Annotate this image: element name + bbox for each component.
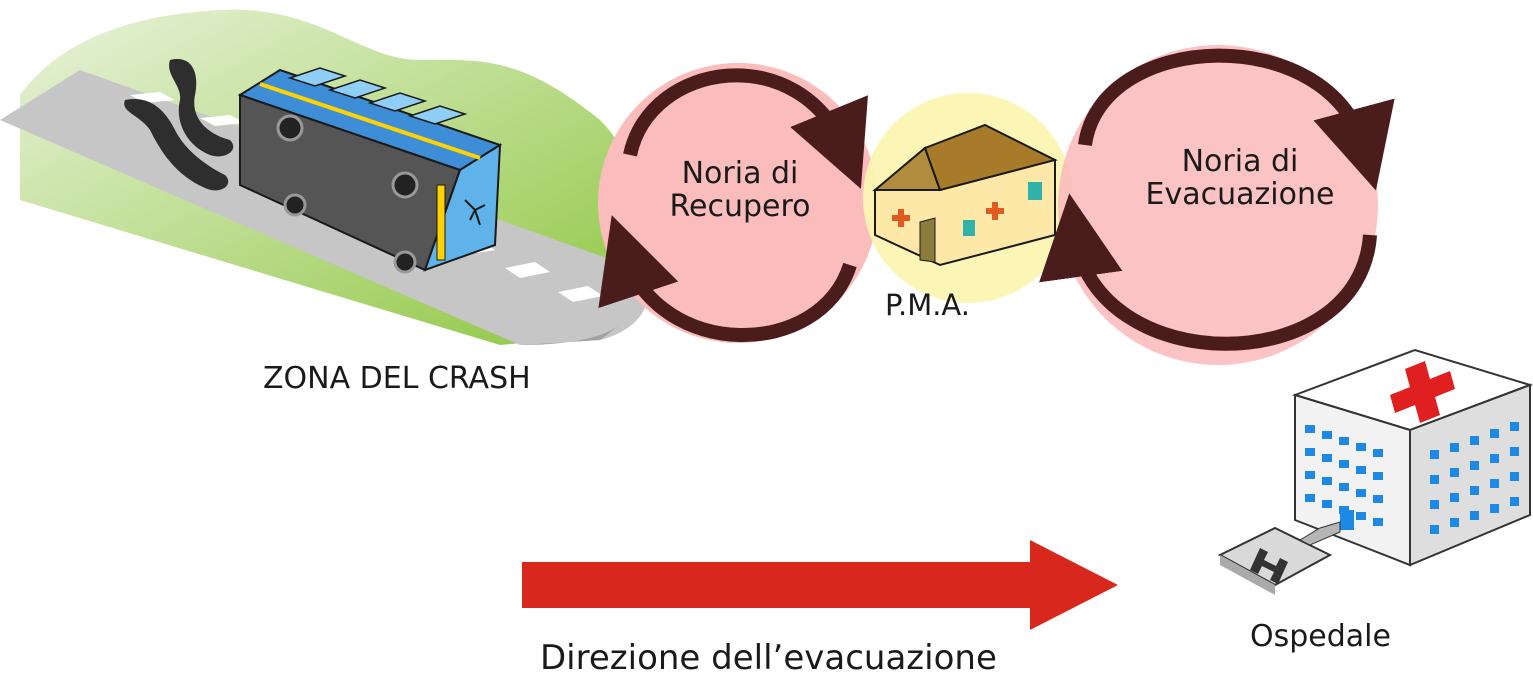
field-hospital-icon: [872, 123, 1058, 267]
recovery-loop-bottom-arrow: [598, 215, 857, 342]
recovery-loop: [598, 63, 878, 343]
hospital-building-icon: [1291, 348, 1533, 567]
direction-arrow: [522, 540, 1118, 630]
pma-area: [863, 93, 1073, 303]
skid-marks: [124, 59, 234, 191]
evacuation-loop-label: Noria di Evacuazione: [1130, 145, 1350, 211]
hospital-label: Ospedale: [1250, 619, 1391, 654]
evacuation-loop-label-line1: Noria di: [1181, 144, 1299, 179]
recovery-loop-label-line1: Noria di: [681, 156, 799, 191]
evacuation-loop-bottom-arrow: [1039, 193, 1377, 351]
recovery-loop-label: Noria di Recupero: [650, 157, 830, 223]
crashed-bus-icon: [237, 67, 503, 274]
pma-label: P.M.A.: [885, 288, 970, 322]
evacuation-direction-label: Direzione dell’evacuazione: [540, 638, 997, 678]
crash-zone-label: ZONA DEL CRASH: [263, 361, 531, 396]
evacuation-loop: [1039, 45, 1395, 365]
recovery-loop-top-arrow: [623, 68, 868, 189]
helipad-icon: [1217, 521, 1341, 595]
crash-zone-scene: [0, 9, 648, 345]
evacuation-loop-top-arrow: [1078, 48, 1395, 191]
evacuation-loop-circle: [1058, 45, 1378, 365]
evacuation-loop-label-line2: Evacuazione: [1145, 177, 1335, 212]
recovery-loop-label-line2: Recupero: [669, 189, 811, 224]
